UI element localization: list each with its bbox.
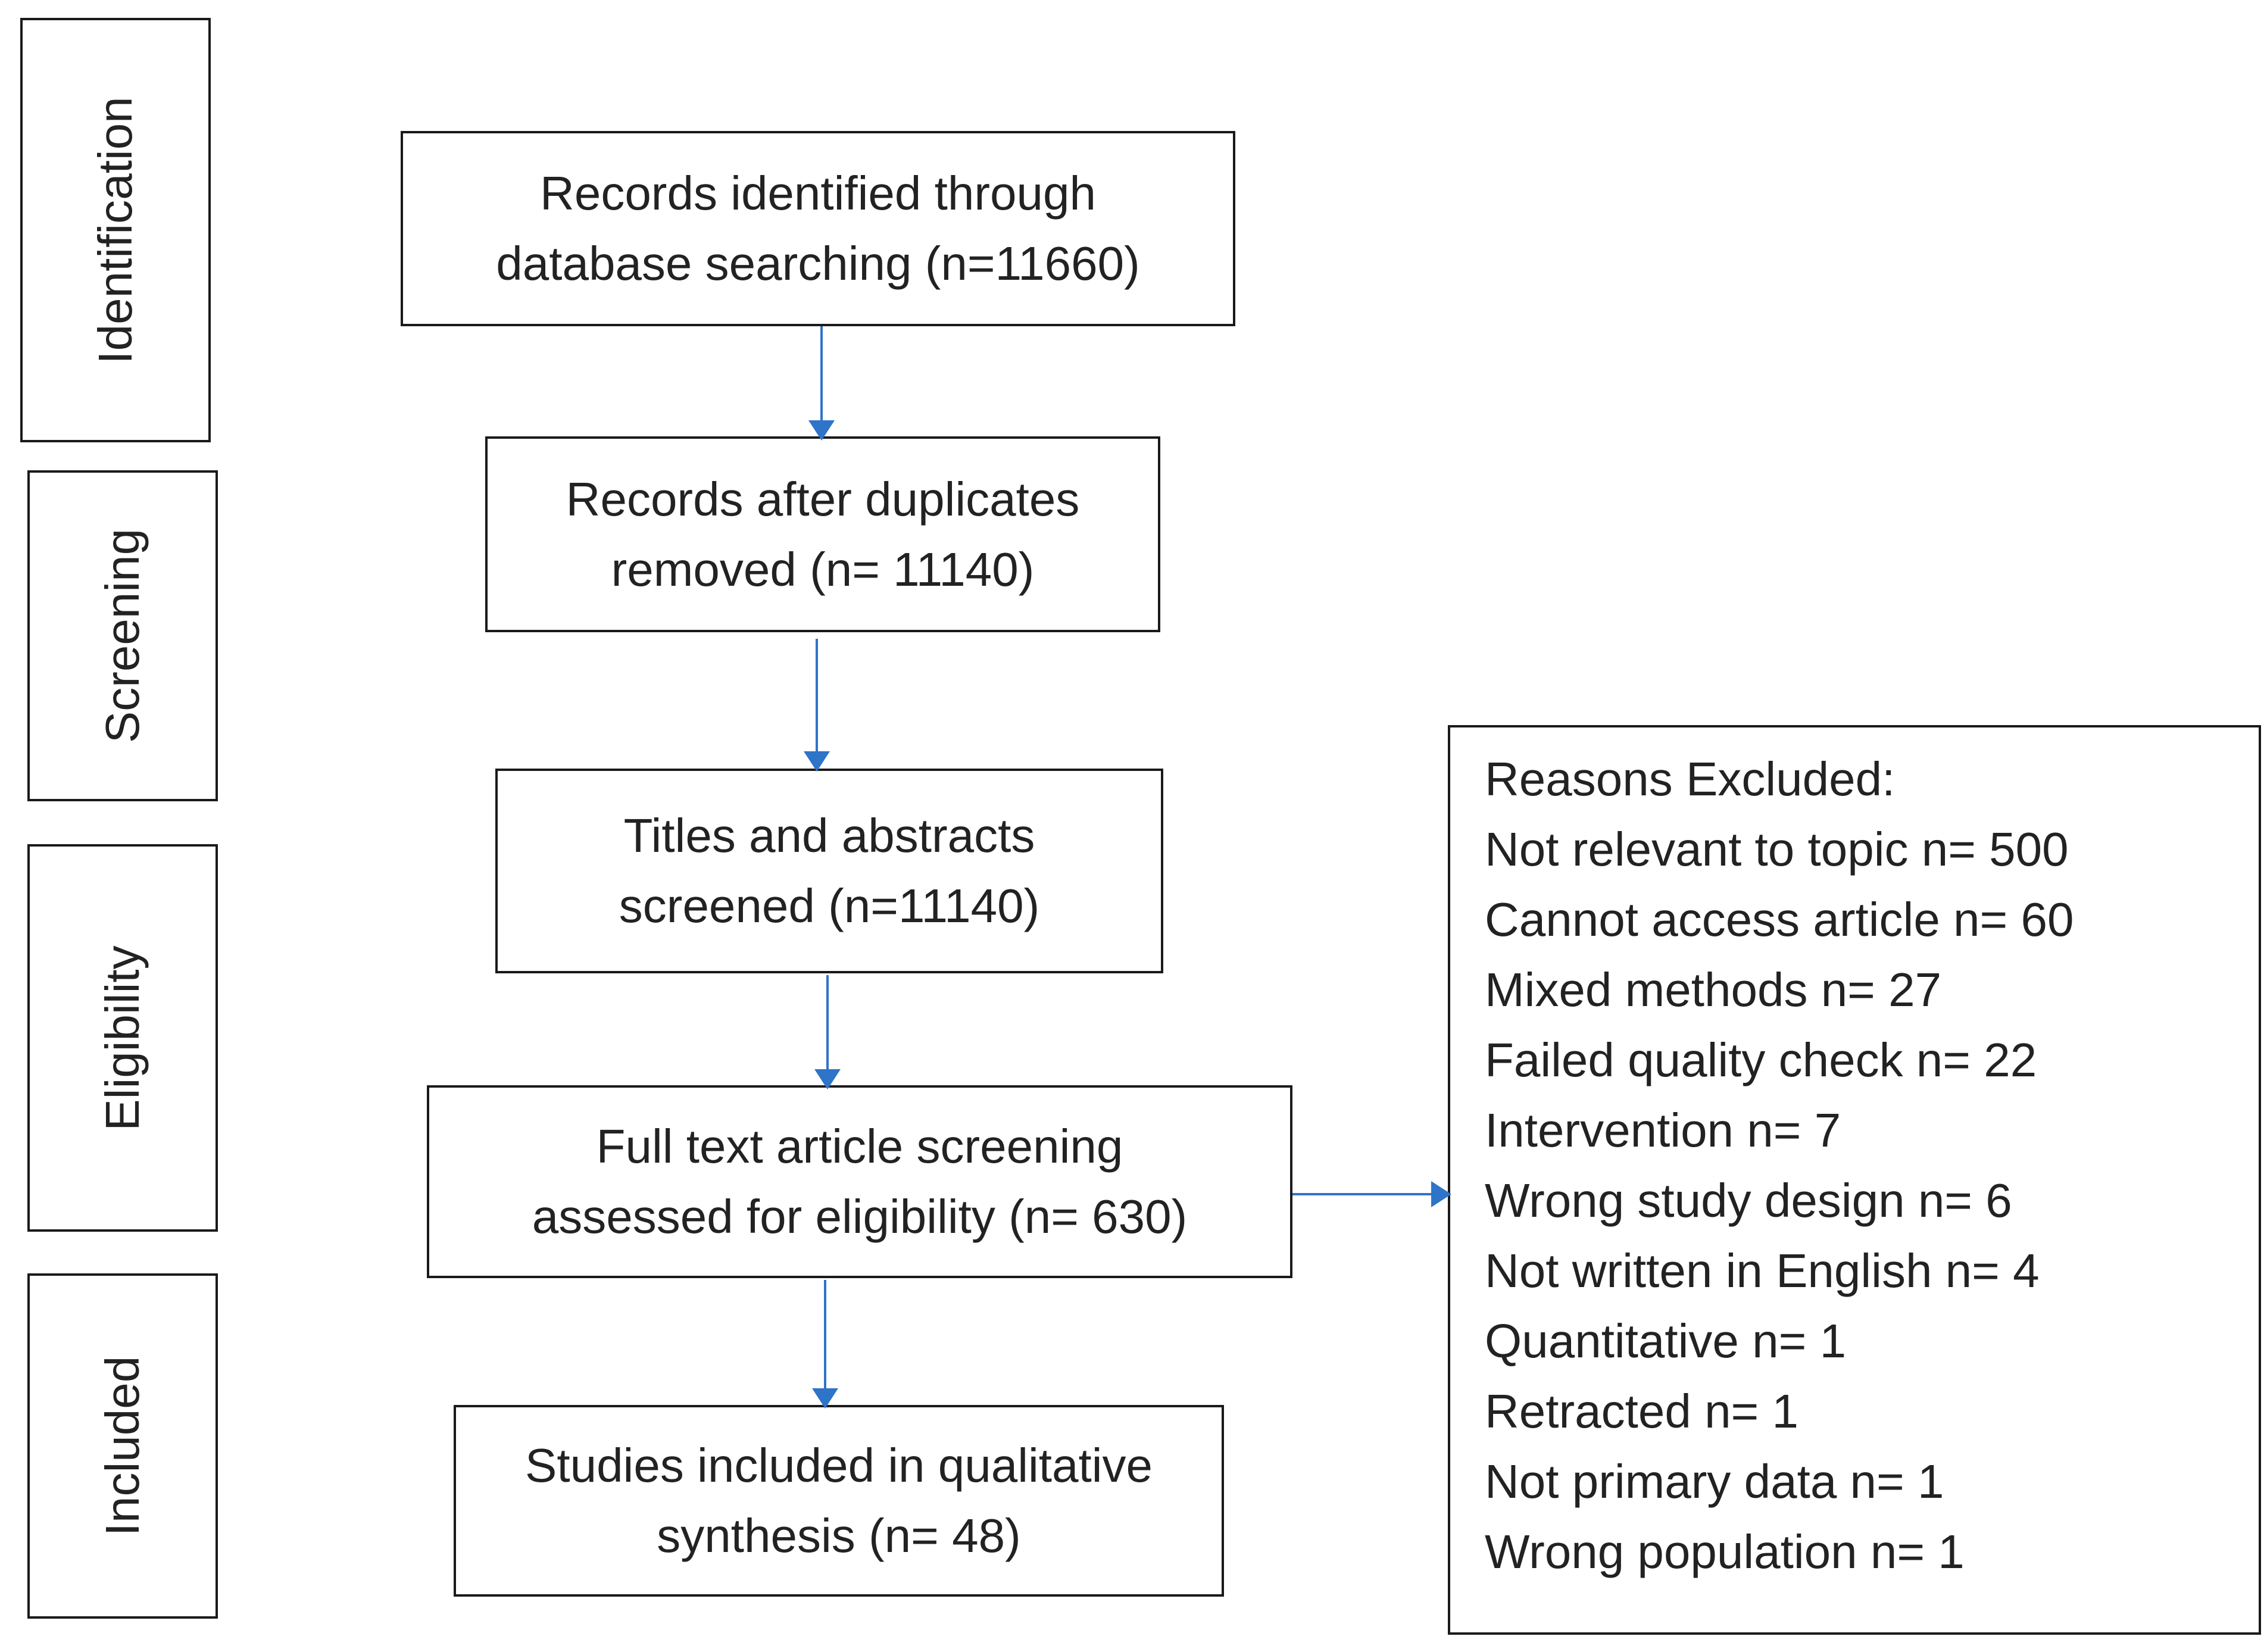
stage-box-identification: Identification <box>20 18 211 442</box>
exclusion-item: Wrong population n= 1 <box>1485 1525 1965 1578</box>
exclusion-item: Failed quality check n= 22 <box>1485 1033 2037 1086</box>
after-duplicates-box: Records after duplicates removed (n= 111… <box>485 436 1160 632</box>
stage-box-eligibility: Eligibility <box>27 844 218 1232</box>
full-text-line2: assessed for eligibility (n= 630) <box>532 1190 1188 1243</box>
exclusion-item: Mixed methods n= 27 <box>1485 963 1942 1016</box>
stage-label-eligibility: Eligibility <box>96 945 149 1131</box>
full-text-box: Full text article screening assessed for… <box>427 1085 1292 1278</box>
after-duplicates-line1: Records after duplicates <box>566 472 1080 526</box>
included-studies-line1: Studies included in qualitative <box>524 1439 1153 1492</box>
titles-abstracts-line1: Titles and abstracts <box>623 809 1035 862</box>
exclusion-item: Not written in English n= 4 <box>1485 1244 2040 1297</box>
stage-label-screening: Screening <box>96 528 149 744</box>
titles-abstracts-line2: screened (n=11140) <box>619 879 1040 932</box>
exclusions-heading: Reasons Excluded: <box>1485 752 1896 805</box>
exclusion-item: Wrong study design n= 6 <box>1485 1174 2012 1227</box>
exclusion-item: Not relevant to topic n= 500 <box>1485 823 2069 876</box>
exclusion-item: Retracted n= 1 <box>1485 1385 1798 1438</box>
included-studies-line2: synthesis (n= 48) <box>657 1509 1021 1562</box>
records-identified-line2: database searching (n=11660) <box>496 237 1140 290</box>
stage-box-included: Included <box>27 1273 218 1619</box>
stage-box-screening: Screening <box>27 470 218 801</box>
exclusions-box: Reasons Excluded: Not relevant to topic … <box>1448 725 2261 1635</box>
full-text-line1: Full text article screening <box>596 1120 1123 1173</box>
stage-label-included: Included <box>96 1356 149 1537</box>
after-duplicates-line2: removed (n= 11140) <box>611 542 1035 596</box>
exclusion-item: Not primary data n= 1 <box>1485 1455 1944 1508</box>
exclusion-item: Cannot access article n= 60 <box>1485 893 2074 946</box>
exclusion-item: Quantitative n= 1 <box>1485 1314 1847 1367</box>
stage-label-identification: Identification <box>89 96 142 364</box>
exclusion-item: Intervention n= 7 <box>1485 1104 1841 1157</box>
included-studies-box: Studies included in qualitative synthesi… <box>454 1405 1224 1597</box>
records-identified-line1: Records identified through <box>540 167 1096 220</box>
titles-abstracts-box: Titles and abstracts screened (n=11140) <box>495 769 1163 973</box>
records-identified-box: Records identified through database sear… <box>401 131 1235 326</box>
